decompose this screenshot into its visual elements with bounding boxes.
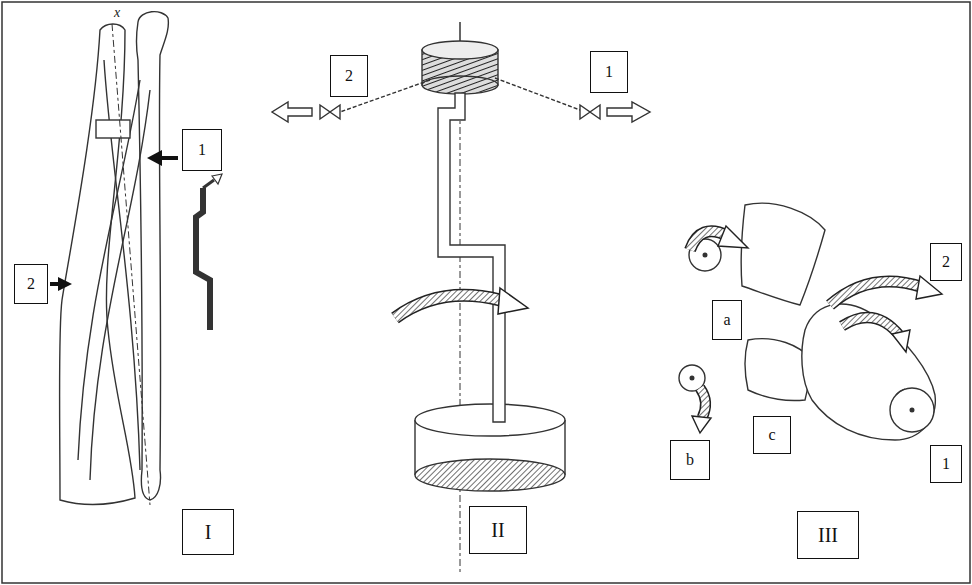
callout-number: 2 xyxy=(345,67,353,85)
callout-box: 2 xyxy=(930,243,962,281)
callout-box: 2 xyxy=(14,264,48,304)
callout-number: 2 xyxy=(27,275,35,293)
callout-box: 1 xyxy=(590,51,628,93)
callout-number: c xyxy=(768,426,775,444)
callout-number: 1 xyxy=(605,63,613,81)
callout-box: 2 xyxy=(330,55,368,97)
callout-box: 1 xyxy=(930,445,962,483)
forearm-bones xyxy=(60,12,169,505)
callout-number: II xyxy=(491,519,504,541)
force-arrow xyxy=(50,150,178,291)
callout-number: b xyxy=(686,451,694,469)
callout-box: II xyxy=(469,506,527,554)
crank-model xyxy=(272,22,650,572)
callout-box: I xyxy=(182,509,234,555)
callout-number: 1 xyxy=(942,455,950,473)
callout-number: 2 xyxy=(942,253,950,271)
callout-number: I xyxy=(205,521,212,543)
callout-box: c xyxy=(753,416,791,454)
callout-number: a xyxy=(723,311,730,329)
callout-box: b xyxy=(670,440,710,480)
crank-symbol xyxy=(196,174,222,330)
axis-label: x xyxy=(114,6,120,20)
callout-number: 1 xyxy=(198,141,206,159)
contact-sketches xyxy=(679,203,942,440)
callout-box: 1 xyxy=(182,129,222,171)
callout-box: a xyxy=(712,300,742,340)
callout-box: III xyxy=(797,511,859,559)
callout-number: III xyxy=(818,524,838,546)
